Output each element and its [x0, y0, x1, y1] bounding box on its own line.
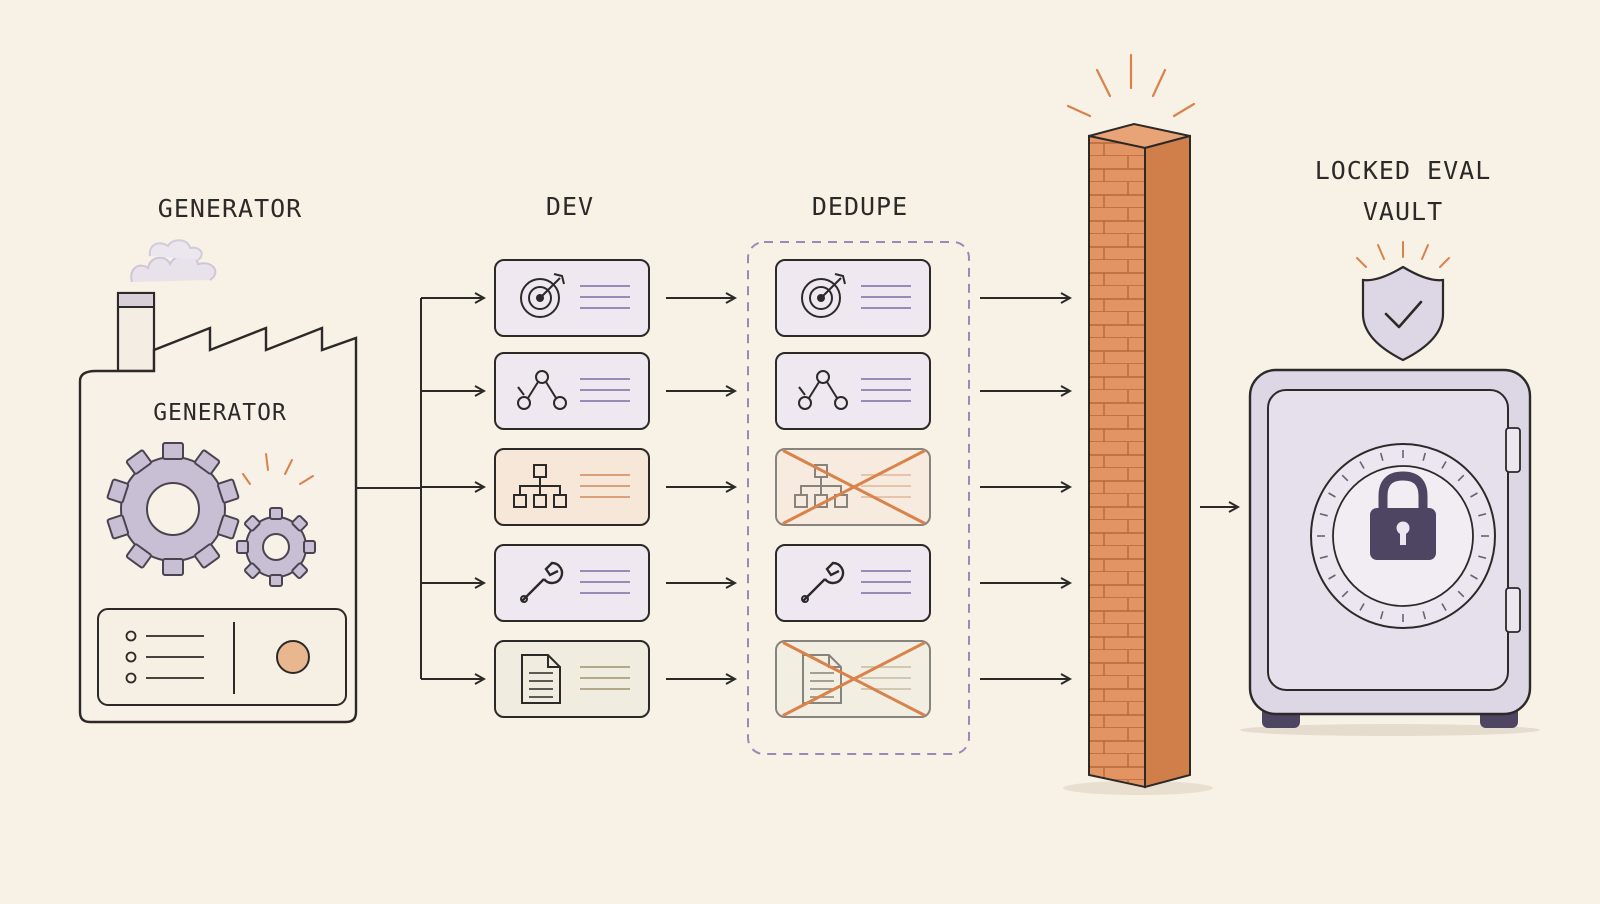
- dev-card-3: [494, 448, 650, 526]
- text-lines: [580, 666, 630, 690]
- vault-hinge-bottom: [1505, 587, 1521, 633]
- dev-column: [494, 259, 650, 718]
- dev-card-1: [494, 259, 650, 337]
- dev-card-5: [494, 640, 650, 718]
- generator-factory: [78, 239, 358, 724]
- vault-hinge-top: [1505, 427, 1521, 473]
- fanout-connector: [356, 298, 422, 679]
- dev-arrows: [421, 298, 484, 679]
- target-icon: [801, 273, 846, 318]
- wall-glow-lines: [1066, 53, 1196, 118]
- removed-cross-icon: [782, 449, 926, 525]
- wall-arrows: [980, 298, 1070, 679]
- target-icon: [520, 273, 565, 318]
- spark-lines: [242, 453, 314, 485]
- dedupe-container: [747, 241, 970, 755]
- control-panel: [97, 608, 347, 706]
- dedupe-card-1: [775, 259, 931, 337]
- locked-vault: [1240, 241, 1540, 736]
- text-lines: [580, 474, 630, 498]
- text-lines: [580, 378, 630, 402]
- text-lines: [861, 666, 911, 690]
- panel-list-icon: [125, 630, 204, 684]
- text-lines: [580, 570, 630, 594]
- text-lines: [580, 285, 630, 309]
- dev-title: DEV: [545, 192, 595, 221]
- tree-graph-icon: [517, 370, 567, 410]
- panel-knob: [276, 640, 310, 674]
- dedupe-arrows: [666, 298, 735, 679]
- smoke-icon: [130, 239, 217, 283]
- dev-card-2: [494, 352, 650, 430]
- removed-cross-icon: [782, 641, 926, 717]
- small-gear-icon: [236, 507, 316, 587]
- generator-title: GENERATOR: [157, 194, 303, 223]
- text-lines: [861, 378, 911, 402]
- text-lines: [861, 285, 911, 309]
- dedupe-title: DEDUPE: [811, 192, 909, 221]
- text-lines: [861, 570, 911, 594]
- text-lines: [861, 474, 911, 498]
- gear-icon: [106, 442, 240, 576]
- dev-card-4: [494, 544, 650, 622]
- dedupe-card-2: [775, 352, 931, 430]
- wrench-icon: [801, 561, 845, 603]
- brick-wall: [1063, 53, 1213, 795]
- wrench-icon: [520, 561, 564, 603]
- padlock-icon: [1370, 471, 1436, 560]
- shield-check-icon: [1356, 241, 1450, 362]
- hierarchy-icon: [513, 464, 567, 508]
- document-icon: [521, 654, 561, 704]
- vault-title-line2: VAULT: [1362, 197, 1444, 226]
- dedupe-column: [775, 259, 931, 718]
- dedupe-card-4: [775, 544, 931, 622]
- tree-graph-icon: [798, 370, 848, 410]
- factory-label: GENERATOR: [153, 400, 287, 426]
- vault-title-line1: LOCKED EVAL: [1314, 156, 1492, 185]
